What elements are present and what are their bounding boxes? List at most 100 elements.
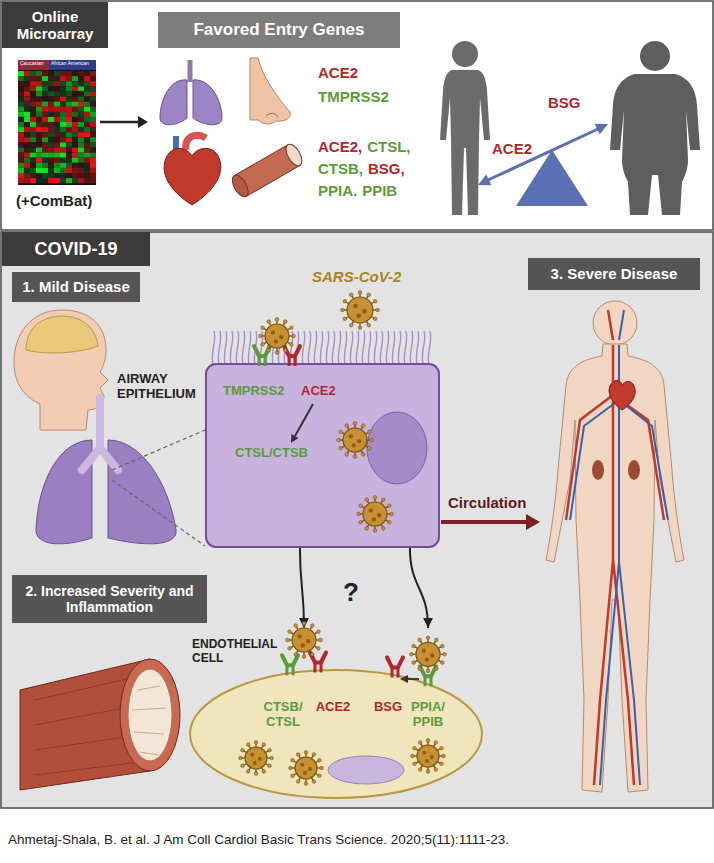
cell-shape [416, 331, 419, 365]
tab-text: Favored Entry Genes [193, 20, 364, 40]
heatmap-cells [42, 97, 48, 102]
heatmap-cells [90, 163, 96, 168]
vessel-icon [229, 173, 251, 200]
cell-shape [206, 364, 439, 547]
heatmap-cells [78, 132, 84, 137]
heatmap-cells [42, 122, 48, 127]
heatmap-cells [60, 107, 66, 112]
heatmap-cells [36, 117, 42, 122]
heatmap-cells [54, 127, 60, 132]
heatmap-cells [84, 71, 90, 76]
cell-shape [317, 630, 321, 634]
tab-text: 1. Mild Disease [22, 278, 130, 295]
heatmap-cells [78, 81, 84, 86]
heart-icon [164, 148, 221, 205]
virus-particle [367, 323, 371, 327]
cell-shape [241, 748, 245, 752]
cell-shape [430, 755, 434, 759]
heatmap-cells [72, 158, 78, 163]
cell-shape [318, 758, 322, 762]
heatmap-cells [66, 86, 72, 91]
cell-shape [345, 453, 349, 457]
heatmap [49, 60, 96, 70]
heatmap-cells [24, 122, 30, 127]
cell-shape [262, 770, 266, 774]
heatmap-cells [42, 178, 48, 183]
tab-text: 2. Increased Severity and Inflammation [22, 583, 197, 615]
heatmap-cells [60, 91, 66, 96]
heatmap-cells [18, 168, 24, 173]
cell-shape [362, 424, 366, 428]
heatmap-cells [48, 102, 54, 107]
body-figure [546, 301, 684, 792]
lungs-icon [188, 60, 193, 82]
heatmap-cells [60, 168, 66, 173]
heatmap-cells [78, 158, 84, 163]
cell-shape [261, 343, 265, 347]
cell-shape [380, 331, 383, 365]
heatmap-cells [30, 132, 36, 137]
heatmap-cells [90, 132, 96, 137]
cell-shape [253, 761, 257, 765]
heatmap-cells [30, 107, 36, 112]
cell-shape [441, 644, 445, 648]
heatmap-cells [30, 86, 36, 91]
heatmap-cells [48, 91, 54, 96]
cell-shape [306, 639, 310, 643]
heatmap-cells [84, 132, 90, 137]
heatmap-cells [60, 163, 66, 168]
heatmap-cells [90, 153, 96, 158]
vessel-bottom [20, 659, 180, 790]
heatmap-cells [66, 102, 72, 107]
seesaw [478, 124, 608, 206]
cell-shape [359, 504, 363, 508]
heatmap-cells [30, 158, 36, 163]
heatmap-cells [72, 102, 78, 107]
virus-particle [353, 304, 358, 309]
flow-connector [300, 548, 304, 628]
heart-icon [186, 135, 206, 150]
virus-particle [341, 291, 380, 330]
heatmap-cells [54, 81, 60, 86]
heatmap-cells [78, 173, 84, 178]
cell-shape [275, 318, 279, 322]
heatmap-cells [24, 173, 30, 178]
cell-shape [398, 331, 401, 365]
cell-shape [320, 766, 324, 770]
vessel-icon [229, 142, 305, 200]
heatmap-cells [78, 107, 84, 112]
heatmap-cells [42, 148, 48, 153]
cell-shape [392, 331, 395, 365]
cell-shape [271, 330, 275, 334]
body-figure [566, 310, 664, 785]
heatmap-cells [84, 142, 90, 147]
gene-name: CTSB, [318, 160, 363, 177]
virus-particle [358, 291, 362, 295]
cell-shape [288, 630, 292, 634]
heatmap-cells [90, 81, 96, 86]
heatmap-cells [72, 127, 78, 132]
method-note: (+ComBat) [16, 192, 92, 209]
cell-shape [291, 774, 295, 778]
cell-shape [350, 331, 353, 365]
heatmap-cells [54, 76, 60, 81]
heatmap-cells [42, 117, 48, 122]
heatmap-cells [42, 91, 48, 96]
lungs-icon [160, 60, 222, 125]
body-figure [592, 460, 604, 480]
heatmap-cells [90, 117, 96, 122]
heatmap-cells [60, 76, 66, 81]
cell-shape [311, 624, 315, 628]
cell-shape [282, 655, 298, 665]
heatmap-cells [24, 86, 30, 91]
cell-shape [258, 757, 262, 761]
cell-shape [236, 331, 239, 365]
vessel-bottom [132, 686, 166, 755]
heatmap-cells [30, 153, 36, 158]
person-heavy [610, 41, 700, 215]
vessel-bottom [120, 659, 180, 771]
heatmap-cells [78, 178, 84, 183]
heatmap-cells [78, 148, 84, 153]
body-figure [609, 380, 635, 410]
head-lungs [26, 316, 98, 353]
